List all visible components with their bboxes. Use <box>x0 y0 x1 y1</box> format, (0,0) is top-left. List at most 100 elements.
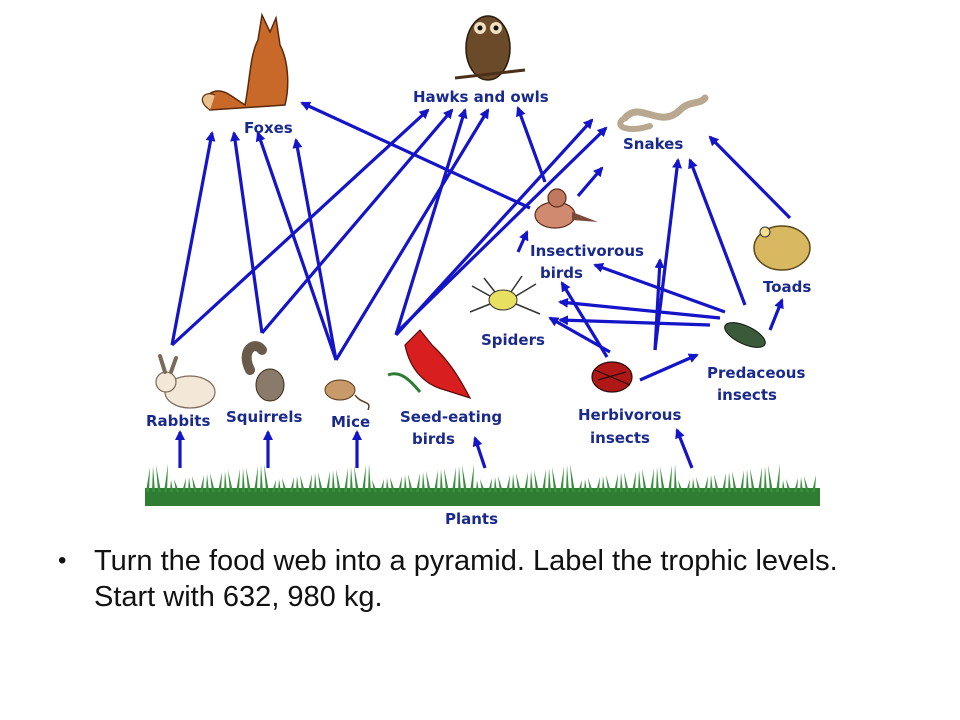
grass-blade <box>246 467 251 492</box>
grass-blade <box>182 478 186 492</box>
label-hawks-owls: Hawks and owls <box>413 88 549 106</box>
grass-blade <box>170 480 173 492</box>
food-web-arrow <box>300 101 531 210</box>
grass-blade <box>242 468 245 492</box>
food-web-arrow <box>708 135 792 220</box>
grass-blade <box>326 471 330 492</box>
food-web-arrow <box>653 158 683 351</box>
grass-blade <box>560 466 564 492</box>
food-web-arrow <box>472 436 487 469</box>
grass-blade <box>372 480 377 492</box>
grass-blade <box>308 474 312 492</box>
food-web-arrow <box>675 428 694 469</box>
grass-blade <box>746 469 749 492</box>
grass-blade <box>548 468 551 492</box>
grass-blade <box>512 474 515 492</box>
food-web-arrow <box>170 131 216 346</box>
beetle-illustration <box>591 361 633 393</box>
grass-blade <box>732 471 737 492</box>
grass-blade <box>566 465 569 492</box>
food-web-arrow <box>516 230 529 253</box>
label-seed-eating-birds: birds <box>412 430 455 448</box>
grass-blade <box>624 472 629 492</box>
grass-blade <box>728 472 731 492</box>
grass-blade <box>350 467 353 492</box>
grass-blade <box>164 464 168 492</box>
grass-blade <box>254 466 258 492</box>
food-web-arrow <box>394 108 468 336</box>
label-insectivorous-birds: birds <box>540 264 583 282</box>
instruction-caption: • Turn the food web into a pyramid. Labe… <box>58 543 878 615</box>
food-web-arrow <box>516 106 547 183</box>
grass-blade <box>354 466 359 492</box>
food-web-arrow <box>260 108 454 335</box>
label-mice: Mice <box>331 413 370 431</box>
owl-illustration <box>454 15 526 81</box>
grass-blade <box>440 469 443 492</box>
grass-blade <box>290 477 294 492</box>
grass-blade <box>390 477 395 492</box>
grass-blade <box>768 465 773 492</box>
food-web-arrows <box>170 101 792 469</box>
grass-blade <box>750 468 755 492</box>
food-web-arrow <box>653 258 665 351</box>
grass-blade <box>714 474 719 492</box>
label-insectivorous: Insectivorous <box>530 242 644 260</box>
cardinal-illustration <box>387 329 472 400</box>
grass-strip <box>145 464 820 506</box>
grass-blade <box>588 478 593 492</box>
grass-blade <box>480 479 485 492</box>
grass-blade <box>530 471 533 492</box>
grass-blade <box>794 478 798 492</box>
grass-blade <box>506 475 510 492</box>
grass-blade <box>674 464 677 492</box>
grass-blade <box>704 476 708 492</box>
bullet-point: • <box>58 547 67 574</box>
grass-blade <box>192 476 197 492</box>
grass-blade <box>386 478 389 492</box>
grass-blade <box>776 464 780 492</box>
squirrel-illustration <box>241 341 285 402</box>
food-web-arrow <box>558 297 721 320</box>
food-web-arrow <box>576 166 604 198</box>
grass-blade <box>494 477 497 492</box>
grass-blades <box>146 464 816 492</box>
grass-blade <box>498 476 503 492</box>
label-seed-eating: Seed-eating <box>400 408 502 426</box>
label-herbivorous-insects: insects <box>590 429 650 447</box>
grass-blade <box>620 473 623 492</box>
grass-blade <box>488 478 492 492</box>
grass-blade <box>236 469 240 492</box>
grass-blade <box>516 473 521 492</box>
grass-blade <box>650 468 654 492</box>
grass-blade <box>524 472 528 492</box>
label-spiders: Spiders <box>481 331 545 349</box>
grass-blade <box>282 478 287 492</box>
food-web-arrow <box>394 126 608 335</box>
grass-blade <box>596 477 600 492</box>
grass-blade <box>632 471 636 492</box>
food-web-arrow <box>170 108 430 347</box>
grass-blade <box>218 472 222 492</box>
label-toads: Toads <box>763 278 811 296</box>
toad-illustration <box>753 225 811 271</box>
predaceous-insect-illustration <box>724 322 766 348</box>
grass-blade <box>710 475 713 492</box>
grass-blade <box>692 478 695 492</box>
grass-blade <box>146 467 150 492</box>
grass-blade <box>638 470 641 492</box>
grass-blade <box>740 470 744 492</box>
food-web-arrow <box>230 131 264 334</box>
grass-blade <box>278 479 281 492</box>
label-snakes: Snakes <box>623 135 683 153</box>
grass-blade <box>660 466 665 492</box>
grass-blade <box>764 466 767 492</box>
food-web-arrow <box>688 158 747 306</box>
grass-blade <box>578 480 582 492</box>
label-foxes: Foxes <box>244 119 293 137</box>
label-rabbits: Rabbits <box>146 412 210 430</box>
grass-blade <box>380 479 384 492</box>
grass-blade <box>426 471 431 492</box>
grass-blade <box>422 472 425 492</box>
